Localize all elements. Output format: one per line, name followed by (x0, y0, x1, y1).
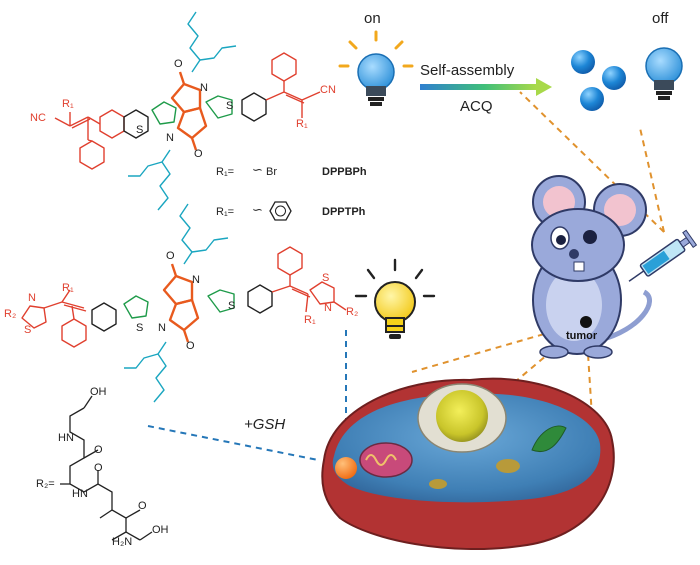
wavy-bond-2: ∽ (252, 202, 263, 217)
bulb-off-icon (645, 47, 683, 100)
syringe-icon (628, 229, 698, 282)
bottom-alkyl-lower-branch (124, 353, 159, 369)
atom-s-top-left: S (136, 124, 144, 136)
atom-o-top-2: O (194, 148, 203, 160)
atom-s-bottom-2: S (228, 300, 236, 312)
bottom-molecule (21, 203, 347, 403)
vesicle (496, 459, 520, 473)
atom-r2-left: R₂ (4, 308, 17, 320)
atom-nc: NC (30, 112, 46, 124)
atom-n-top-1: N (200, 82, 208, 94)
gsh-oh-bottom: OH (152, 524, 169, 536)
gsh-o-3: O (138, 500, 147, 512)
gsh-reagent-label: +GSH (244, 416, 286, 433)
bottom-alkyl-upper (179, 203, 193, 265)
glutathione-structure (60, 395, 153, 541)
gsh-hn-top: HN (58, 432, 74, 444)
bottom-phenyl-left (91, 302, 117, 332)
top-right-fragment (265, 52, 321, 118)
atom-s-bottom-1: S (136, 322, 144, 334)
atom-s-bottom-right: S (322, 272, 330, 284)
nucleus (417, 383, 507, 453)
r1-def-2-lhs: R₁= (216, 206, 235, 218)
mouse-illustration (531, 175, 652, 359)
gsh-oh-top: OH (90, 386, 107, 398)
atom-o-bottom-2: O (186, 340, 195, 352)
bottom-dpp-core (162, 263, 200, 343)
bottom-alkyl-lower (153, 341, 167, 403)
bottom-alkyl-upper-branch (191, 237, 229, 253)
blue-guide-horizontal (147, 425, 319, 461)
orange-guide-5 (639, 127, 665, 233)
acq-label: ACQ (460, 98, 493, 115)
bulb-yellow-icon (354, 258, 436, 339)
bottom-thiophene-right (207, 289, 235, 313)
off-state-label: off (652, 10, 669, 27)
gsh-h2n: H₂N (112, 536, 133, 548)
atom-s-bottom-left: S (24, 324, 32, 336)
tumor-label: tumor (566, 330, 598, 342)
gsh-o-1: O (94, 444, 103, 456)
r1-def-1-group: Br (266, 166, 277, 178)
phenyl-group-icon (269, 201, 292, 221)
atom-n-top-2: N (166, 132, 174, 144)
mitochondrion (359, 442, 413, 478)
top-thiophene-left (151, 101, 177, 125)
nanoparticle-orange (335, 457, 357, 479)
atom-cn: CN (320, 84, 336, 96)
top-alkyl-upper-branch (199, 45, 237, 61)
top-left-fragment (54, 109, 125, 170)
orange-guide-1 (411, 321, 587, 373)
nanoparticles (571, 50, 626, 111)
chloroplast-leaf (531, 425, 567, 452)
atom-n-bottom-2: N (158, 322, 166, 334)
vesicle-2 (429, 479, 447, 489)
top-molecule (54, 11, 321, 211)
top-phenyl-right (241, 92, 267, 122)
bottom-left-fragment (21, 289, 87, 348)
bottom-right-fragment (271, 246, 347, 313)
top-alkyl-lower (157, 149, 171, 211)
r1-def-1-lhs: R₁= (216, 166, 235, 178)
gsh-nh: HN (72, 488, 88, 500)
atom-r1-top-right: R₁ (296, 118, 308, 130)
gsh-o-2: O (94, 462, 103, 474)
gsh-r2-label: R₂= (36, 478, 55, 490)
cell-illustration (321, 377, 615, 551)
top-phenyl-left (123, 109, 149, 139)
top-alkyl-upper (187, 11, 201, 73)
atom-o-top-1: O (174, 58, 183, 70)
atom-r1-bottom-right: R₁ (304, 314, 316, 326)
bulb-on-icon (338, 30, 414, 106)
compound-dppbph-label: DPPBPh (322, 166, 367, 178)
compound-dpptph-label: DPPTPh (322, 206, 366, 218)
atom-s-top-right: S (226, 100, 234, 112)
atom-o-bottom-1: O (166, 250, 175, 262)
atom-r1-top-left: R₁ (62, 98, 74, 110)
top-thiophene-right (205, 95, 233, 119)
top-dpp-core (170, 71, 208, 151)
bottom-phenyl-right (247, 284, 273, 314)
atom-r1-bottom-left: R₁ (62, 282, 74, 294)
on-state-label: on (364, 10, 381, 27)
top-alkyl-lower-branch (128, 161, 163, 177)
atom-n-bottom-1: N (192, 274, 200, 286)
atom-n-bottom-left: N (28, 292, 36, 304)
atom-r2-right: R₂ (346, 306, 359, 318)
bottom-thiophene-left (123, 295, 149, 319)
atom-n-bottom-right: N (324, 302, 332, 314)
self-assembly-arrow (420, 78, 552, 96)
wavy-bond-1: ∽ (252, 162, 263, 177)
self-assembly-label: Self-assembly (420, 62, 515, 79)
